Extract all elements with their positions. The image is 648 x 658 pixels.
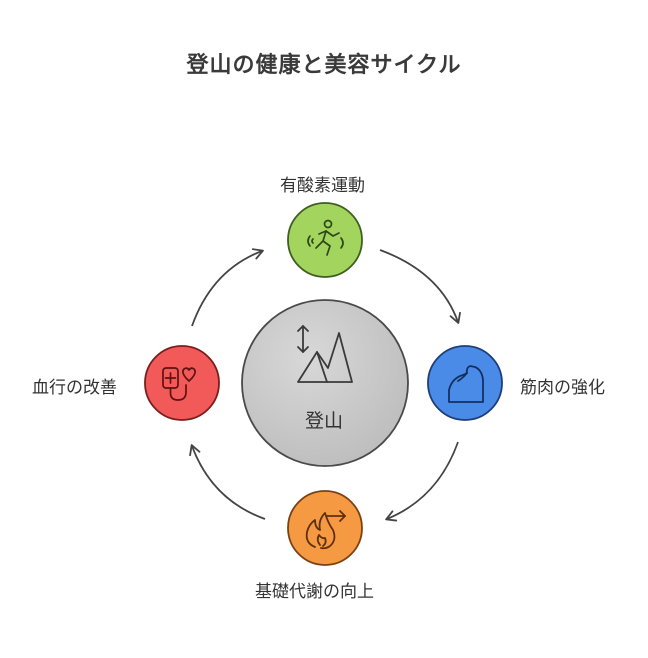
- arrow-right-to-bottom: [385, 441, 459, 522]
- blood-bag-heart-icon: [162, 367, 196, 401]
- diagram-title: 登山の健康と美容サイクル: [186, 53, 462, 78]
- node-bottom: [287, 490, 363, 566]
- node-bottom-label: 基礎代謝の向上: [255, 582, 374, 602]
- node-top-label: 有酸素運動: [280, 176, 365, 196]
- arrow-top-to-right: [379, 249, 461, 324]
- node-right-label: 筋肉の強化: [520, 378, 605, 398]
- arrow-left-to-top: [191, 248, 264, 327]
- running-person-icon: [307, 219, 344, 256]
- center-node-label: 登山: [304, 410, 343, 432]
- node-top: [287, 202, 363, 278]
- arrow-bottom-to-left: [189, 444, 266, 520]
- center-node: [241, 299, 409, 467]
- node-left-label: 血行の改善: [32, 378, 117, 398]
- node-right: [427, 345, 503, 421]
- mountain-with-vertical-arrows-icon: [297, 325, 353, 383]
- flame-arrow-icon: [305, 510, 346, 550]
- node-left: [144, 345, 220, 421]
- flexed-arm-icon: [448, 365, 484, 403]
